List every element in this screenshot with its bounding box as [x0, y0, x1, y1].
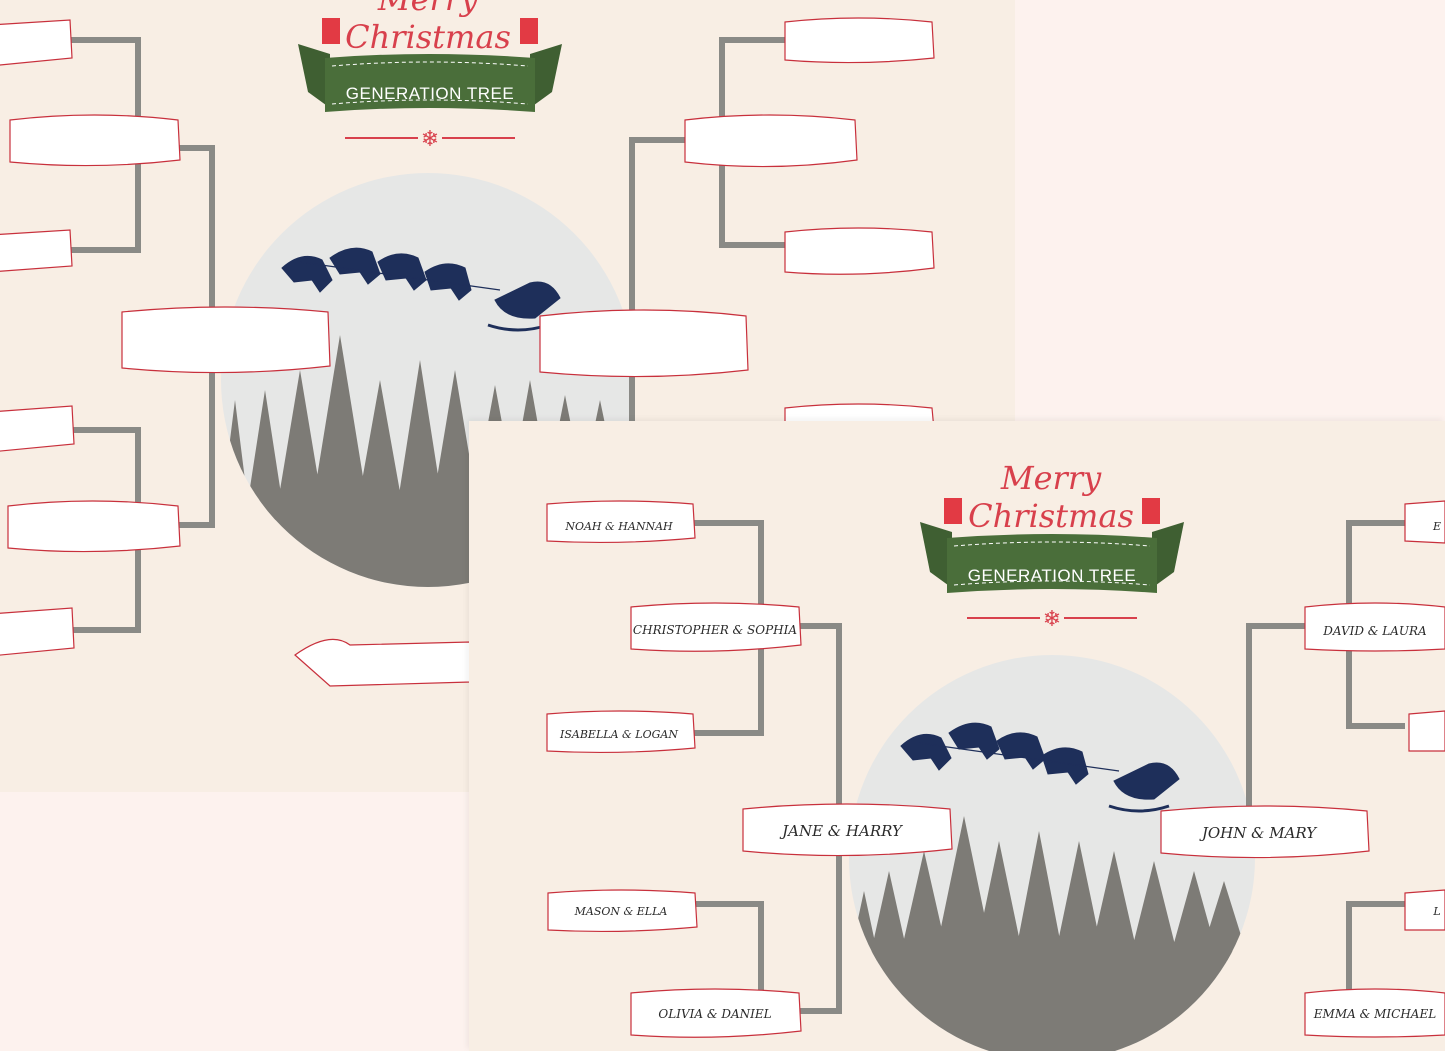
- banner-label: GENERATION TREE: [346, 84, 514, 103]
- header-emblem: Merry Christmas GENERATION TREE ❄: [920, 459, 1184, 632]
- header-emblem: Merry Christmas GENERATION TREE ❄: [298, 0, 562, 152]
- reindeer-sleigh-icon: [900, 722, 1180, 813]
- gift-icon: [944, 498, 962, 524]
- ribbon-left-1: [546, 500, 696, 544]
- gift-icon: [520, 18, 538, 44]
- name-left-1: NOAH & HANNAH: [564, 520, 673, 533]
- title-christmas: Christmas: [968, 497, 1134, 535]
- ribbon-right-4: [1404, 889, 1445, 931]
- ribbon-center-right: [1160, 805, 1370, 859]
- ribbon-right-3: [1408, 710, 1445, 752]
- name-right-1: E: [1432, 520, 1441, 533]
- title-merry: Merry: [377, 0, 479, 18]
- name-left-4: MASON & ELLA: [574, 905, 668, 918]
- ribbon-left-3: [546, 710, 696, 754]
- reindeer-sleigh-icon: [281, 247, 561, 332]
- name-right-2: DAVID & LAURA: [1322, 624, 1427, 638]
- name-center-left: JANE & HARRY: [779, 822, 904, 840]
- ribbon-right-2: [1304, 602, 1445, 652]
- snowflake-icon: ❄: [421, 127, 439, 152]
- filled-tree-sheet: Merry Christmas GENERATION TREE ❄: [469, 421, 1445, 1051]
- ribbon-right-5: [1304, 988, 1445, 1038]
- ribbon-left-2: [630, 602, 802, 652]
- name-right-4: L: [1432, 905, 1440, 918]
- gift-icon: [1142, 498, 1160, 524]
- name-left-2: CHRISTOPHER & SOPHIA: [633, 623, 797, 637]
- name-center-right: JOHN & MARY: [1199, 824, 1318, 842]
- snowflake-icon: ❄: [1043, 607, 1061, 632]
- ribbon-left-4: [547, 889, 698, 933]
- ribbon-center-left: [742, 803, 953, 857]
- title-christmas: Christmas: [345, 18, 511, 56]
- ribbon-left-5: [630, 988, 802, 1038]
- name-left-5: OLIVIA & DANIEL: [658, 1007, 771, 1021]
- name-right-5: EMMA & MICHAEL: [1313, 1007, 1436, 1021]
- title-merry: Merry: [1000, 459, 1102, 497]
- ribbon-right-1: [1404, 500, 1445, 544]
- gift-icon: [322, 18, 340, 44]
- banner-label: GENERATION TREE: [968, 566, 1136, 585]
- family-names: NOAH & HANNAH CHRISTOPHER & SOPHIA ISABE…: [559, 520, 1441, 1021]
- name-left-3: ISABELLA & LOGAN: [559, 728, 678, 741]
